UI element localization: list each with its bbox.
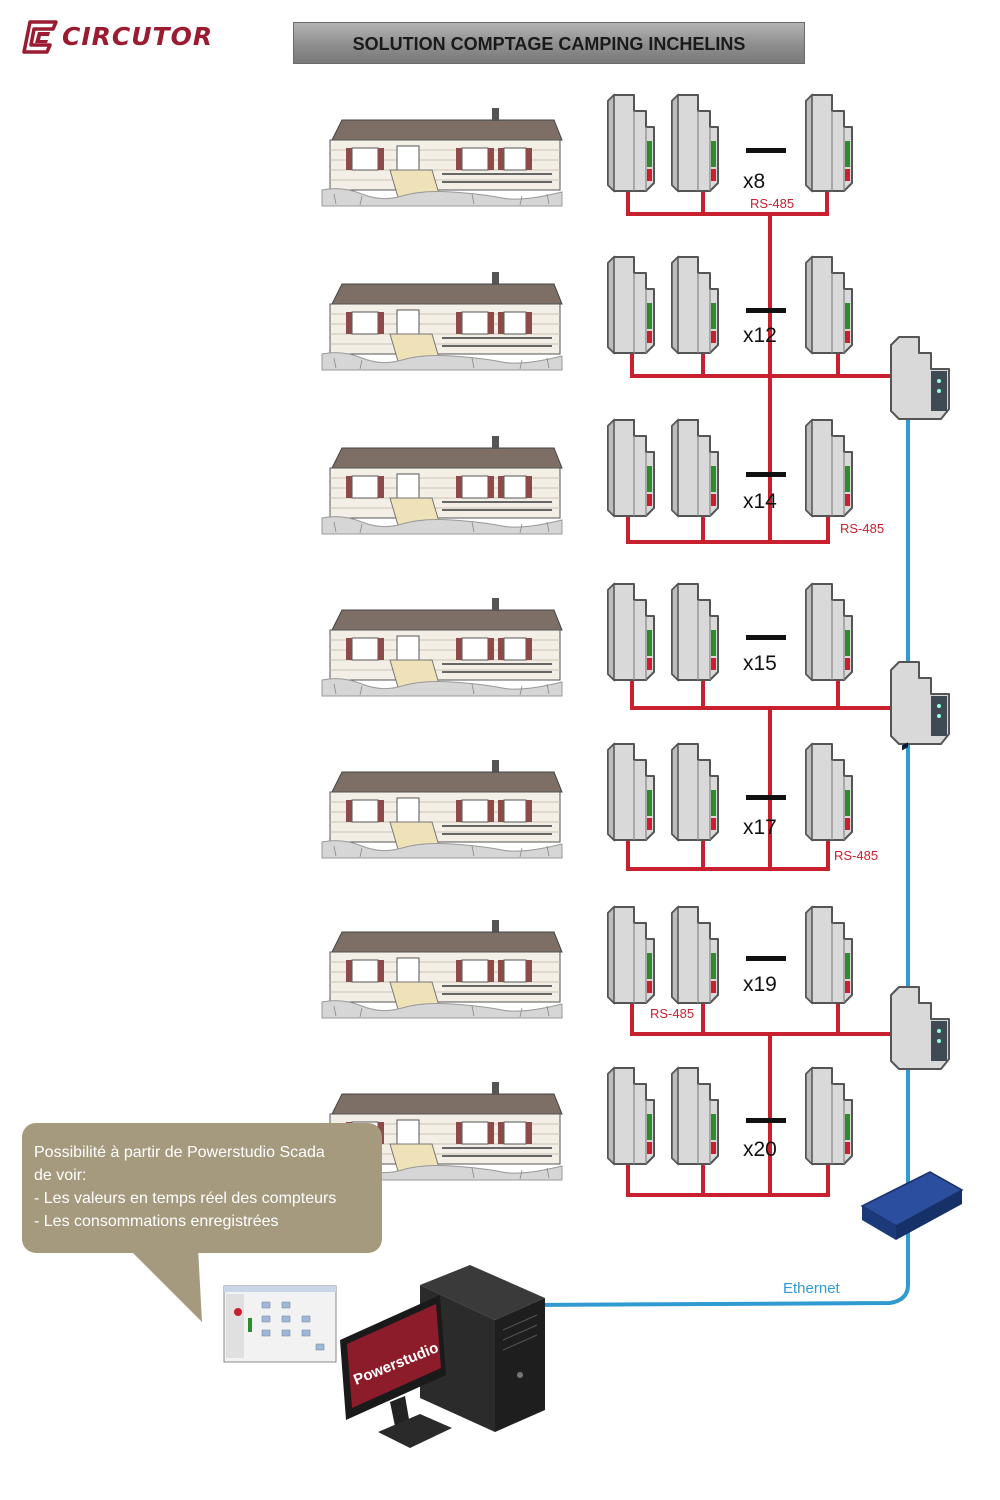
meter — [607, 906, 655, 1004]
meter-count-row-6: x19 — [743, 973, 777, 996]
rs485-label: RS-485 — [650, 1006, 694, 1021]
meter — [607, 583, 655, 681]
logo-text: CIRCUTOR — [62, 22, 214, 51]
house-row-1 — [321, 107, 563, 207]
ethernet-cable — [529, 415, 910, 1307]
meter — [671, 1067, 719, 1165]
meter — [805, 256, 853, 354]
meter-count-row-3: x14 — [743, 490, 777, 513]
meter — [607, 256, 655, 354]
meter — [805, 743, 853, 841]
ellipsis-dashes — [746, 148, 786, 1123]
meter-group — [607, 94, 853, 1165]
circutor-logo-icon — [22, 20, 58, 54]
meter — [607, 1067, 655, 1165]
meter-count-row-2: x12 — [743, 324, 777, 347]
meter — [805, 94, 853, 192]
meter — [805, 1067, 853, 1165]
meter — [805, 583, 853, 681]
meter — [671, 94, 719, 192]
rs485-label: RS-485 — [834, 848, 878, 863]
meter — [607, 743, 655, 841]
rs485-label: RS-485 — [840, 521, 884, 536]
callout-line: - Les valeurs en temps réel des compteur… — [34, 1190, 337, 1207]
house-row-5 — [321, 759, 563, 859]
callout-tail — [128, 1248, 202, 1322]
meter — [671, 256, 719, 354]
network-switch-icon — [860, 742, 964, 1240]
callout-bubble: Possibilité à partir de Powerstudio Scad… — [22, 1123, 382, 1253]
gateway-device — [890, 986, 950, 1070]
rs485-label: RS-485 — [750, 196, 794, 211]
gateway-device — [890, 336, 950, 420]
circutor-logo: CIRCUTOR — [20, 20, 230, 60]
callout-line: Possibilité à partir de Powerstudio Scad… — [34, 1144, 325, 1161]
meter-count-row-4: x15 — [743, 652, 777, 675]
meter-count-row-5: x17 — [743, 816, 777, 839]
meter — [671, 906, 719, 1004]
meter-count-row-1: x8 — [743, 170, 765, 193]
scada-screenshot-thumbnail — [223, 1285, 337, 1363]
page-title: SOLUTION COMPTAGE CAMPING INCHELINS — [293, 22, 805, 64]
gateway-device — [890, 661, 950, 745]
house-row-2 — [321, 271, 563, 371]
meter — [671, 743, 719, 841]
rs485-bus — [626, 183, 894, 1197]
meter — [607, 94, 655, 192]
meter-count-row-7: x20 — [743, 1138, 777, 1161]
callout-line: - Les consommations enregistrées — [34, 1213, 279, 1230]
ethernet-label: Ethernet — [783, 1280, 841, 1297]
house-row-4 — [321, 597, 563, 697]
monitor-icon: Powerstudio — [340, 1295, 452, 1448]
meter — [805, 419, 853, 517]
house-row-3 — [321, 435, 563, 535]
callout-line: de voir: — [34, 1167, 87, 1184]
house-row-6 — [321, 919, 563, 1019]
meter — [805, 906, 853, 1004]
meter — [671, 583, 719, 681]
meter — [671, 419, 719, 517]
meter — [607, 419, 655, 517]
